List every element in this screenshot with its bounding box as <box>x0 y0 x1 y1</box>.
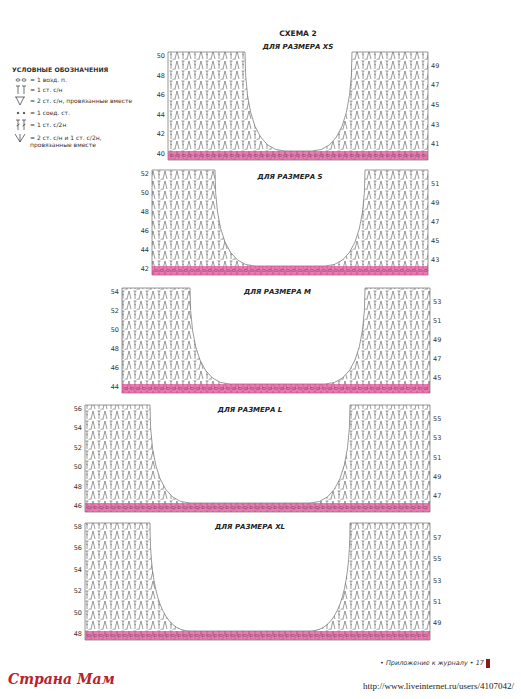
row-number: 53 <box>433 435 441 442</box>
start-row-band <box>85 503 430 512</box>
row-number: 54 <box>111 289 119 296</box>
row-number: 51 <box>433 318 441 325</box>
row-number: 50 <box>157 53 165 60</box>
row-number: 46 <box>111 365 119 372</box>
row-number: 51 <box>431 181 439 188</box>
row-number: 47 <box>431 219 439 226</box>
row-number: 45 <box>431 238 439 245</box>
legend-text: = 2 ст. с/н, провязанные вместе <box>30 98 132 105</box>
size-heading: ДЛЯ РАЗМЕРА XL <box>213 524 287 532</box>
row-number: 47 <box>431 82 439 89</box>
watermark: Страна Мам <box>8 672 115 687</box>
row-number: 49 <box>431 63 439 70</box>
row-number: 54 <box>74 425 82 432</box>
row-number: 44 <box>141 247 149 254</box>
legend-title: УСЛОВНЫЕ ОБОЗНАЧЕНИЯ <box>12 67 108 74</box>
row-number: 44 <box>111 384 119 391</box>
row-number: 49 <box>433 337 441 344</box>
chart-title: СХЕМА 2 <box>277 30 319 38</box>
row-number: 58 <box>74 524 82 531</box>
legend-text: = 1 возд. п. <box>30 77 67 84</box>
stitch-chart <box>122 288 430 393</box>
row-number: 56 <box>74 406 82 413</box>
row-number: 48 <box>141 209 149 216</box>
legend-text: = 2 ст. с/н и 1 ст. с/2н, провязанные вм… <box>30 135 135 148</box>
row-number: 43 <box>431 122 439 129</box>
start-row-band <box>168 151 428 160</box>
size-heading: ДЛЯ РАЗМЕРА M <box>242 289 313 297</box>
row-number: 53 <box>433 578 441 585</box>
row-number: 48 <box>157 73 165 80</box>
size-heading: ДЛЯ РАЗМЕРА S <box>255 174 324 182</box>
row-number: 55 <box>433 416 441 423</box>
row-number: 52 <box>141 171 149 178</box>
row-number: 56 <box>74 545 82 552</box>
start-row-band <box>122 384 430 393</box>
row-number: 43 <box>431 257 439 264</box>
watermark-url: http://www.liveinternet.ru/users/4107042… <box>363 682 514 692</box>
stitch-chart <box>168 52 428 160</box>
row-number: 53 <box>433 299 441 306</box>
start-row-band <box>85 631 430 640</box>
row-number: 51 <box>433 455 441 462</box>
row-number: 49 <box>431 200 439 207</box>
row-number: 46 <box>141 228 149 235</box>
row-number: 47 <box>433 493 441 500</box>
row-number: 47 <box>433 356 441 363</box>
row-number: 50 <box>74 610 82 617</box>
row-number: 46 <box>157 92 165 99</box>
row-number: 50 <box>141 190 149 197</box>
row-number: 54 <box>74 567 82 574</box>
stitch-chart <box>85 405 430 512</box>
legend-text: = 1 ст. с/2н <box>30 122 66 129</box>
row-number: 49 <box>433 474 441 481</box>
size-heading: ДЛЯ РАЗМЕРА XS <box>261 44 336 52</box>
row-number: 42 <box>141 266 149 273</box>
row-number: 52 <box>74 445 82 452</box>
row-number: 52 <box>74 588 82 595</box>
row-number: 52 <box>111 308 119 315</box>
row-number: 57 <box>433 535 441 542</box>
row-number: 45 <box>433 375 441 382</box>
row-number: 50 <box>74 464 82 471</box>
size-heading: ДЛЯ РАЗМЕРА L <box>216 407 285 415</box>
legend-text: = 1 ст. с/н <box>30 87 63 94</box>
row-number: 42 <box>157 131 165 138</box>
row-number: 41 <box>431 141 439 148</box>
row-number: 40 <box>157 151 165 158</box>
row-number: 51 <box>433 599 441 606</box>
start-row-band <box>152 266 428 275</box>
stitch-chart <box>152 170 428 275</box>
row-number: 48 <box>111 346 119 353</box>
page-footer: • Приложение к журналу • 17 <box>380 660 484 667</box>
row-number: 55 <box>433 556 441 563</box>
row-number: 48 <box>74 631 82 638</box>
row-number: 46 <box>74 503 82 510</box>
stitch-chart <box>85 523 430 640</box>
row-number: 50 <box>111 327 119 334</box>
row-number: 48 <box>74 484 82 491</box>
legend-text: = 1 соед. ст. <box>30 110 70 117</box>
row-number: 44 <box>157 112 165 119</box>
row-number: 45 <box>431 102 439 109</box>
row-number: 49 <box>433 620 441 627</box>
